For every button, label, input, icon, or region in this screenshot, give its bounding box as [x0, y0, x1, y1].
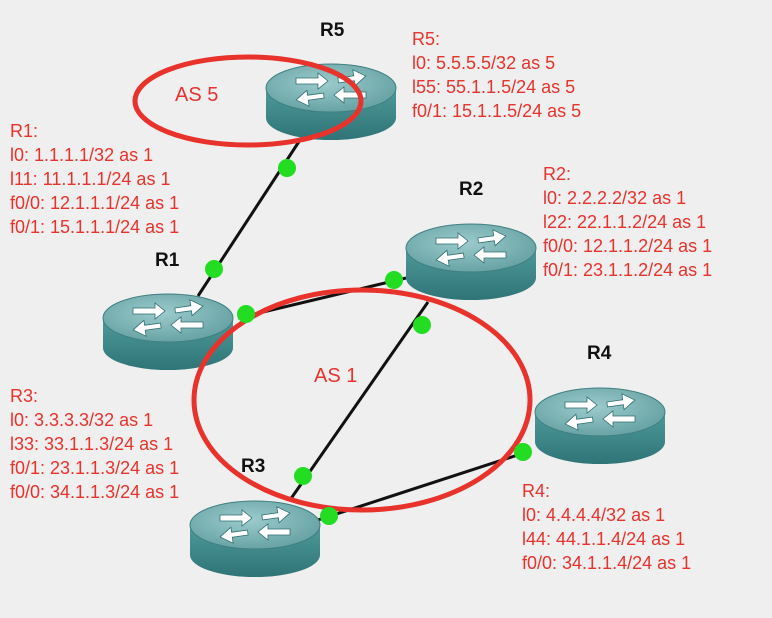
info-line: l0: 5.5.5.5/32 as 5 — [412, 53, 556, 73]
router-r1-name: R1 — [155, 250, 180, 271]
info-line: R5: — [412, 29, 441, 49]
info-line: l44: 44.1.1.4/24 as 1 — [522, 529, 686, 549]
link-r2-r3 — [288, 301, 430, 501]
info-line: l0: 1.1.1.1/32 as 1 — [10, 145, 154, 165]
router-r3[interactable] — [189, 500, 321, 578]
r4-info: R4: l0: 4.4.4.4/32 as 1 l44: 44.1.1.4/24… — [522, 479, 691, 575]
info-line: f0/1: 23.1.1.3/24 as 1 — [10, 458, 180, 478]
info-line: R3: — [10, 386, 39, 406]
info-line: f0/0: 34.1.1.3/24 as 1 — [10, 482, 180, 502]
port-r1-f0-1[interactable] — [205, 260, 223, 278]
as1-boundary — [191, 287, 533, 513]
info-line: l0: 2.2.2.2/32 as 1 — [543, 188, 687, 208]
info-line: f0/1: 15.1.1.5/24 as 5 — [412, 101, 582, 121]
router-r4-name: R4 — [587, 343, 612, 364]
port-r2-f0-0[interactable] — [385, 271, 403, 289]
info-line: f0/0: 12.1.1.1/24 as 1 — [10, 193, 180, 213]
info-line: l22: 22.1.1.2/24 as 1 — [543, 212, 707, 232]
router-r2-name: R2 — [459, 179, 483, 200]
router-r4[interactable] — [534, 387, 666, 465]
info-line: R1: — [10, 121, 39, 141]
as1-label: AS 1 — [314, 365, 357, 387]
info-line: R4: — [522, 481, 551, 501]
as5-label: AS 5 — [175, 84, 218, 106]
port-r5-f0-1[interactable] — [278, 159, 296, 177]
port-r3-f0-1[interactable] — [294, 467, 312, 485]
info-line: f0/0: 12.1.1.2/24 as 1 — [543, 236, 713, 256]
port-r2-f0-1[interactable] — [413, 316, 431, 334]
r5-info: R5: l0: 5.5.5.5/32 as 5 l55: 55.1.1.5/24… — [412, 27, 581, 123]
info-line: l0: 3.3.3.3/32 as 1 — [10, 410, 154, 430]
info-line: f0/1: 23.1.1.2/24 as 1 — [543, 260, 713, 280]
info-line: l0: 4.4.4.4/32 as 1 — [522, 505, 666, 525]
router-r3-name: R3 — [241, 456, 265, 477]
info-line: l55: 55.1.1.5/24 as 5 — [412, 77, 576, 97]
port-r4-f0-0[interactable] — [514, 443, 532, 461]
r1-info: R1: l0: 1.1.1.1/32 as 1 l11: 11.1.1.1/24… — [10, 119, 179, 239]
ports — [205, 159, 532, 525]
info-line: f0/0: 34.1.1.4/24 as 1 — [522, 553, 692, 573]
r2-info: R2: l0: 2.2.2.2/32 as 1 l22: 22.1.1.2/24… — [543, 162, 712, 282]
as5-boundary — [132, 54, 364, 148]
port-r3-f0-0[interactable] — [320, 507, 338, 525]
info-line: l11: 11.1.1.1/24 as 1 — [10, 169, 171, 189]
router-r1[interactable] — [102, 293, 234, 371]
port-r1-f0-0[interactable] — [237, 305, 255, 323]
router-r2[interactable] — [405, 223, 537, 301]
info-line: R2: — [543, 164, 572, 184]
r3-info: R3: l0: 3.3.3.3/32 as 1 l33: 33.1.1.3/24… — [10, 384, 179, 504]
info-line: l33: 33.1.1.3/24 as 1 — [10, 434, 174, 454]
router-r5-name: R5 — [320, 20, 345, 41]
info-line: f0/1: 15.1.1.1/24 as 1 — [10, 217, 180, 237]
